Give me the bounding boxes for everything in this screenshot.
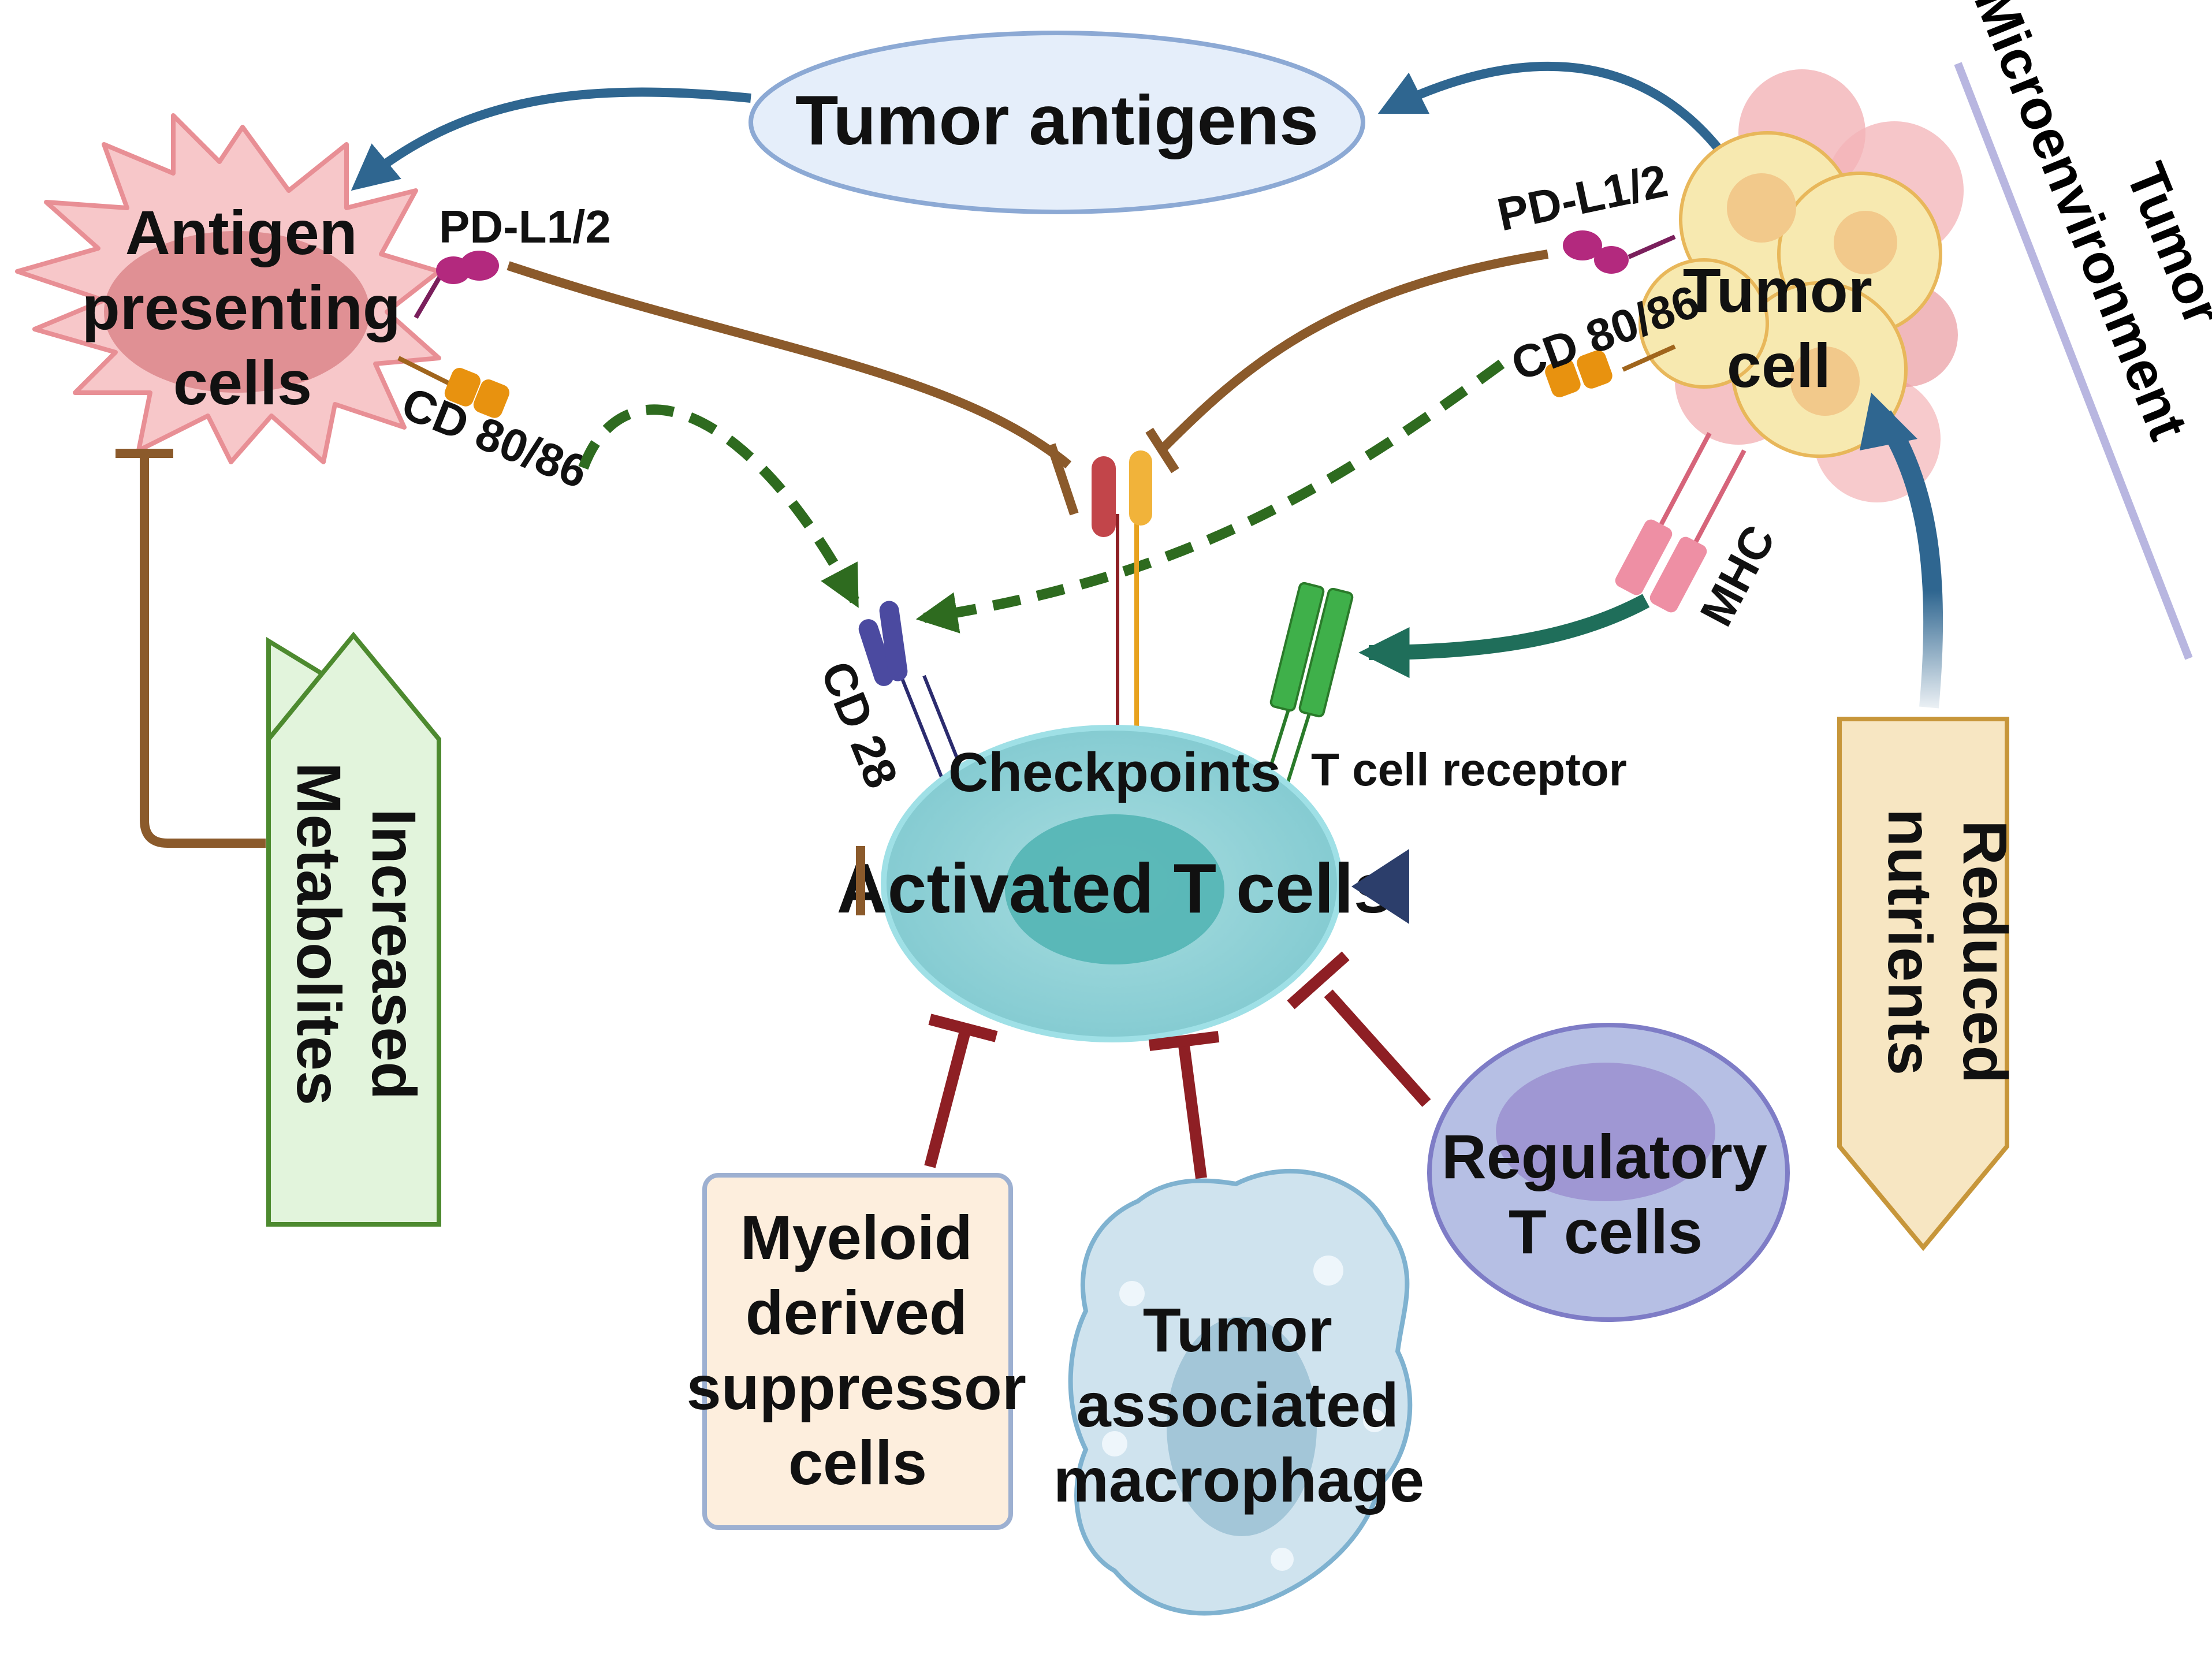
nutrients-tumor-arrow [1874,410,1943,709]
tumor-pdl1-inhibition [1157,249,1549,454]
tam-inhibition-bar [1148,1031,1220,1051]
tam-inhibition [1178,1044,1207,1179]
antigen-presenting-cell: Antigen presenting cells [15,113,441,464]
mhc-receptor [1615,432,1746,613]
treg-inhibition [1324,989,1431,1107]
cd28-receptor [858,601,972,792]
metabolites-apc-inhibition [140,453,266,848]
mdsc-node: Myeloid derived suppressor cells [687,1173,1029,1530]
apc-pdl1-receptor [414,251,499,319]
mhc-tcr-arrow [1358,594,1650,679]
apc-cd80-activation-arrow [578,404,859,608]
treg-node: Regulatory T cells [1427,1023,1790,1322]
tumor-antigens-node: Tumor antigens [748,31,1365,214]
tumor-microenvironment-label: Tumor Microenvironment [1963,0,2212,448]
svg-text:Activated T cells: Activated T cells [837,849,1393,927]
svg-text:Reduced nutrients: Reduced nutrients [1875,809,2020,1086]
tcr-label: T cell receptor [1311,744,1627,795]
tam-node: Tumor associated macrophage [1053,1168,1424,1616]
checkpoint-receptors [1092,450,1152,745]
increased-metabolites-node: Increased Metabolites [266,631,441,1227]
tumor-pdl1-label: PD-L1/2 [1493,155,1672,241]
antigen-release-arrow [1377,61,1737,170]
nutrients-tcell-arrowhead [1351,849,1409,924]
svg-text:Checkpoints: Checkpoints [948,742,1281,803]
microenvironment-divider [1954,62,2193,660]
nutrients-tumor-arrowhead [1860,393,1917,450]
svg-text:Myeloid derived su: Myeloid derived suppressor cells [687,1202,1029,1497]
apc-pdl1-inhibition [507,261,1072,469]
svg-text:Tumor antigens: Tumor antigens [795,81,1319,159]
apc-pdl1-label: PD-L1/2 [439,201,611,252]
apc-cd80-receptor [397,356,510,418]
tumor-pdl1-inhibition-bar [1145,427,1179,474]
mhc-label: MHC [1690,517,1785,634]
svg-text:Increased Metabolites: Increased Metabolites [284,762,429,1105]
svg-text:Tumor cell: Tumor cell [1683,255,1875,400]
svg-text:Regulatory T cells: Regulatory T cells [1442,1122,1770,1266]
activated-t-cells-node: Checkpoints Activated T cells [837,725,1393,1042]
antigen-uptake-arrow [351,87,751,191]
apc-pdl1-inhibition-bar [1047,443,1079,516]
svg-text:Antigen presenting: Antigen presenting cells [82,198,404,418]
treg-inhibition-bar [1287,951,1350,1009]
tumor-cd80-receptor [1545,344,1676,397]
tumor-pdl1-receptor [1563,230,1676,274]
mdsc-inhibition [924,1032,970,1168]
reduced-nutrients-node: Reduced nutrients [1837,717,2020,1251]
mdsc-inhibition-bar [928,1014,998,1042]
tumor-cd80-activation-arrow [915,359,1505,634]
svg-text:Tumor associated m: Tumor associated macrophage [1053,1295,1424,1515]
